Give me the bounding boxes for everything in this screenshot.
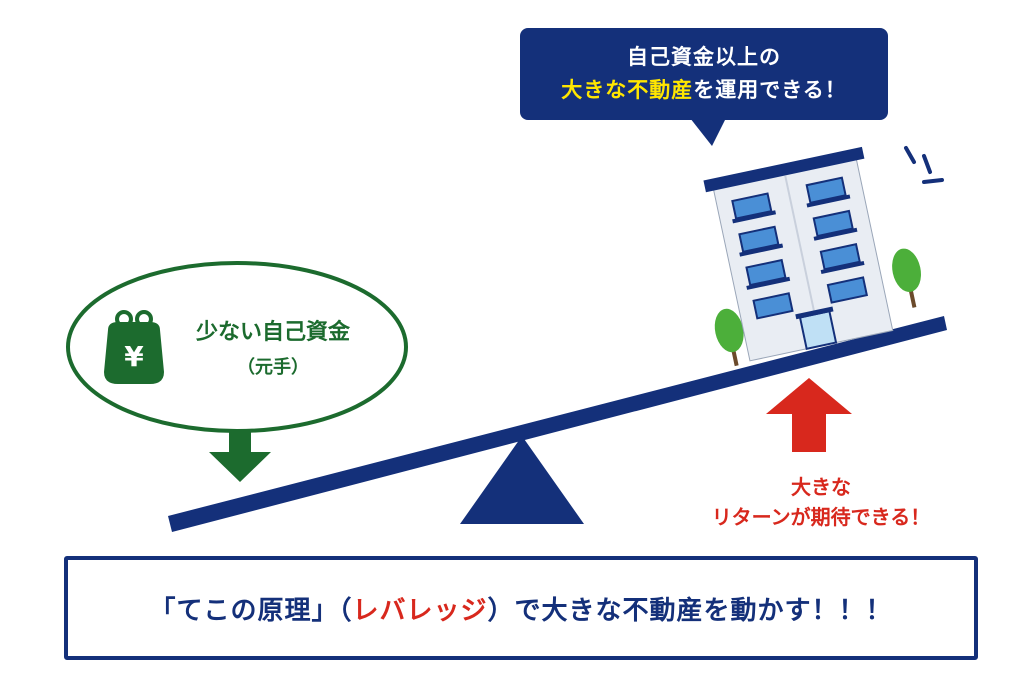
return-line2: リターンが期待できる！ xyxy=(711,505,931,529)
up-arrow-icon xyxy=(766,378,852,452)
yen-purse-icon: ¥ xyxy=(104,310,164,384)
bottom-part2: ）で大きな不動産を動かす！！！ xyxy=(487,595,893,626)
callout-line2: 大きな不動産を運用できる！ xyxy=(561,74,847,107)
wallet-title: 少ない自己資金 xyxy=(195,320,350,345)
callout-highlight: 大きな不動産 xyxy=(561,78,694,102)
wallet-label: 少ない自己資金 （元手） xyxy=(178,318,368,382)
return-label: 大きな リターンが期待できる！ xyxy=(676,472,966,532)
building-icon xyxy=(703,146,921,367)
seesaw-beam xyxy=(168,316,947,532)
bottom-part1: 「てこの原理」（ xyxy=(149,595,353,626)
fulcrum-triangle xyxy=(460,436,584,524)
return-line1: 大きな xyxy=(791,475,851,499)
wallet-subtitle: （元手） xyxy=(237,357,309,378)
callout-line2-rest: を運用できる！ xyxy=(693,78,847,102)
callout-line1: 自己資金以上の xyxy=(627,45,781,69)
callout-tail xyxy=(690,118,726,146)
down-arrow-icon xyxy=(209,430,271,482)
svg-text:¥: ¥ xyxy=(124,340,144,373)
bottom-highlight: レバレッジ xyxy=(352,595,488,626)
bottom-banner: 「てこの原理」（レバレッジ）で大きな不動産を動かす！！！ xyxy=(64,556,978,660)
excitement-marks xyxy=(904,146,944,184)
callout-bubble: 自己資金以上の 大きな不動産を運用できる！ xyxy=(520,28,888,120)
